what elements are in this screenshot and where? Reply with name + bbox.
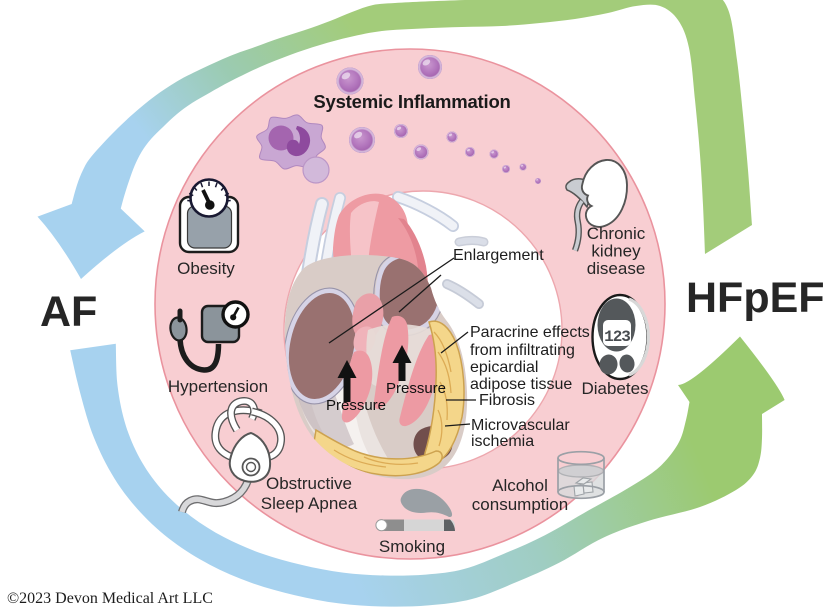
svg-text:Systemic Inflammation: Systemic Inflammation [313,91,510,112]
svg-text:Chronic: Chronic [587,224,646,243]
svg-text:123: 123 [604,328,630,346]
svg-text:AF: AF [40,288,97,336]
svg-text:ischemia: ischemia [471,433,534,450]
svg-text:consumption: consumption [472,495,568,514]
svg-text:Obstructive: Obstructive [266,474,352,493]
svg-text:HFpEF: HFpEF [686,274,824,322]
svg-text:Obesity: Obesity [177,259,235,278]
svg-text:from infiltrating: from infiltrating [470,342,575,359]
svg-text:Paracrine effects: Paracrine effects [470,324,590,341]
svg-text:Pressure: Pressure [386,380,446,397]
svg-text:Pressure: Pressure [326,397,386,414]
svg-text:Hypertension: Hypertension [168,377,268,396]
svg-text:disease: disease [587,259,646,278]
svg-text:Sleep Apnea: Sleep Apnea [261,494,358,513]
svg-text:adipose tissue: adipose tissue [470,376,572,393]
svg-text:Diabetes: Diabetes [581,379,648,398]
svg-text:epicardial: epicardial [470,359,538,376]
svg-text:©2023 Devon Medical Art LLC: ©2023 Devon Medical Art LLC [7,590,213,607]
svg-text:Alcohol: Alcohol [492,476,548,495]
svg-text:Enlargement: Enlargement [453,247,544,264]
svg-text:kidney: kidney [591,242,641,261]
svg-text:Fibrosis: Fibrosis [479,392,535,409]
svg-text:Microvascular: Microvascular [471,417,570,434]
svg-text:Smoking: Smoking [379,537,445,556]
